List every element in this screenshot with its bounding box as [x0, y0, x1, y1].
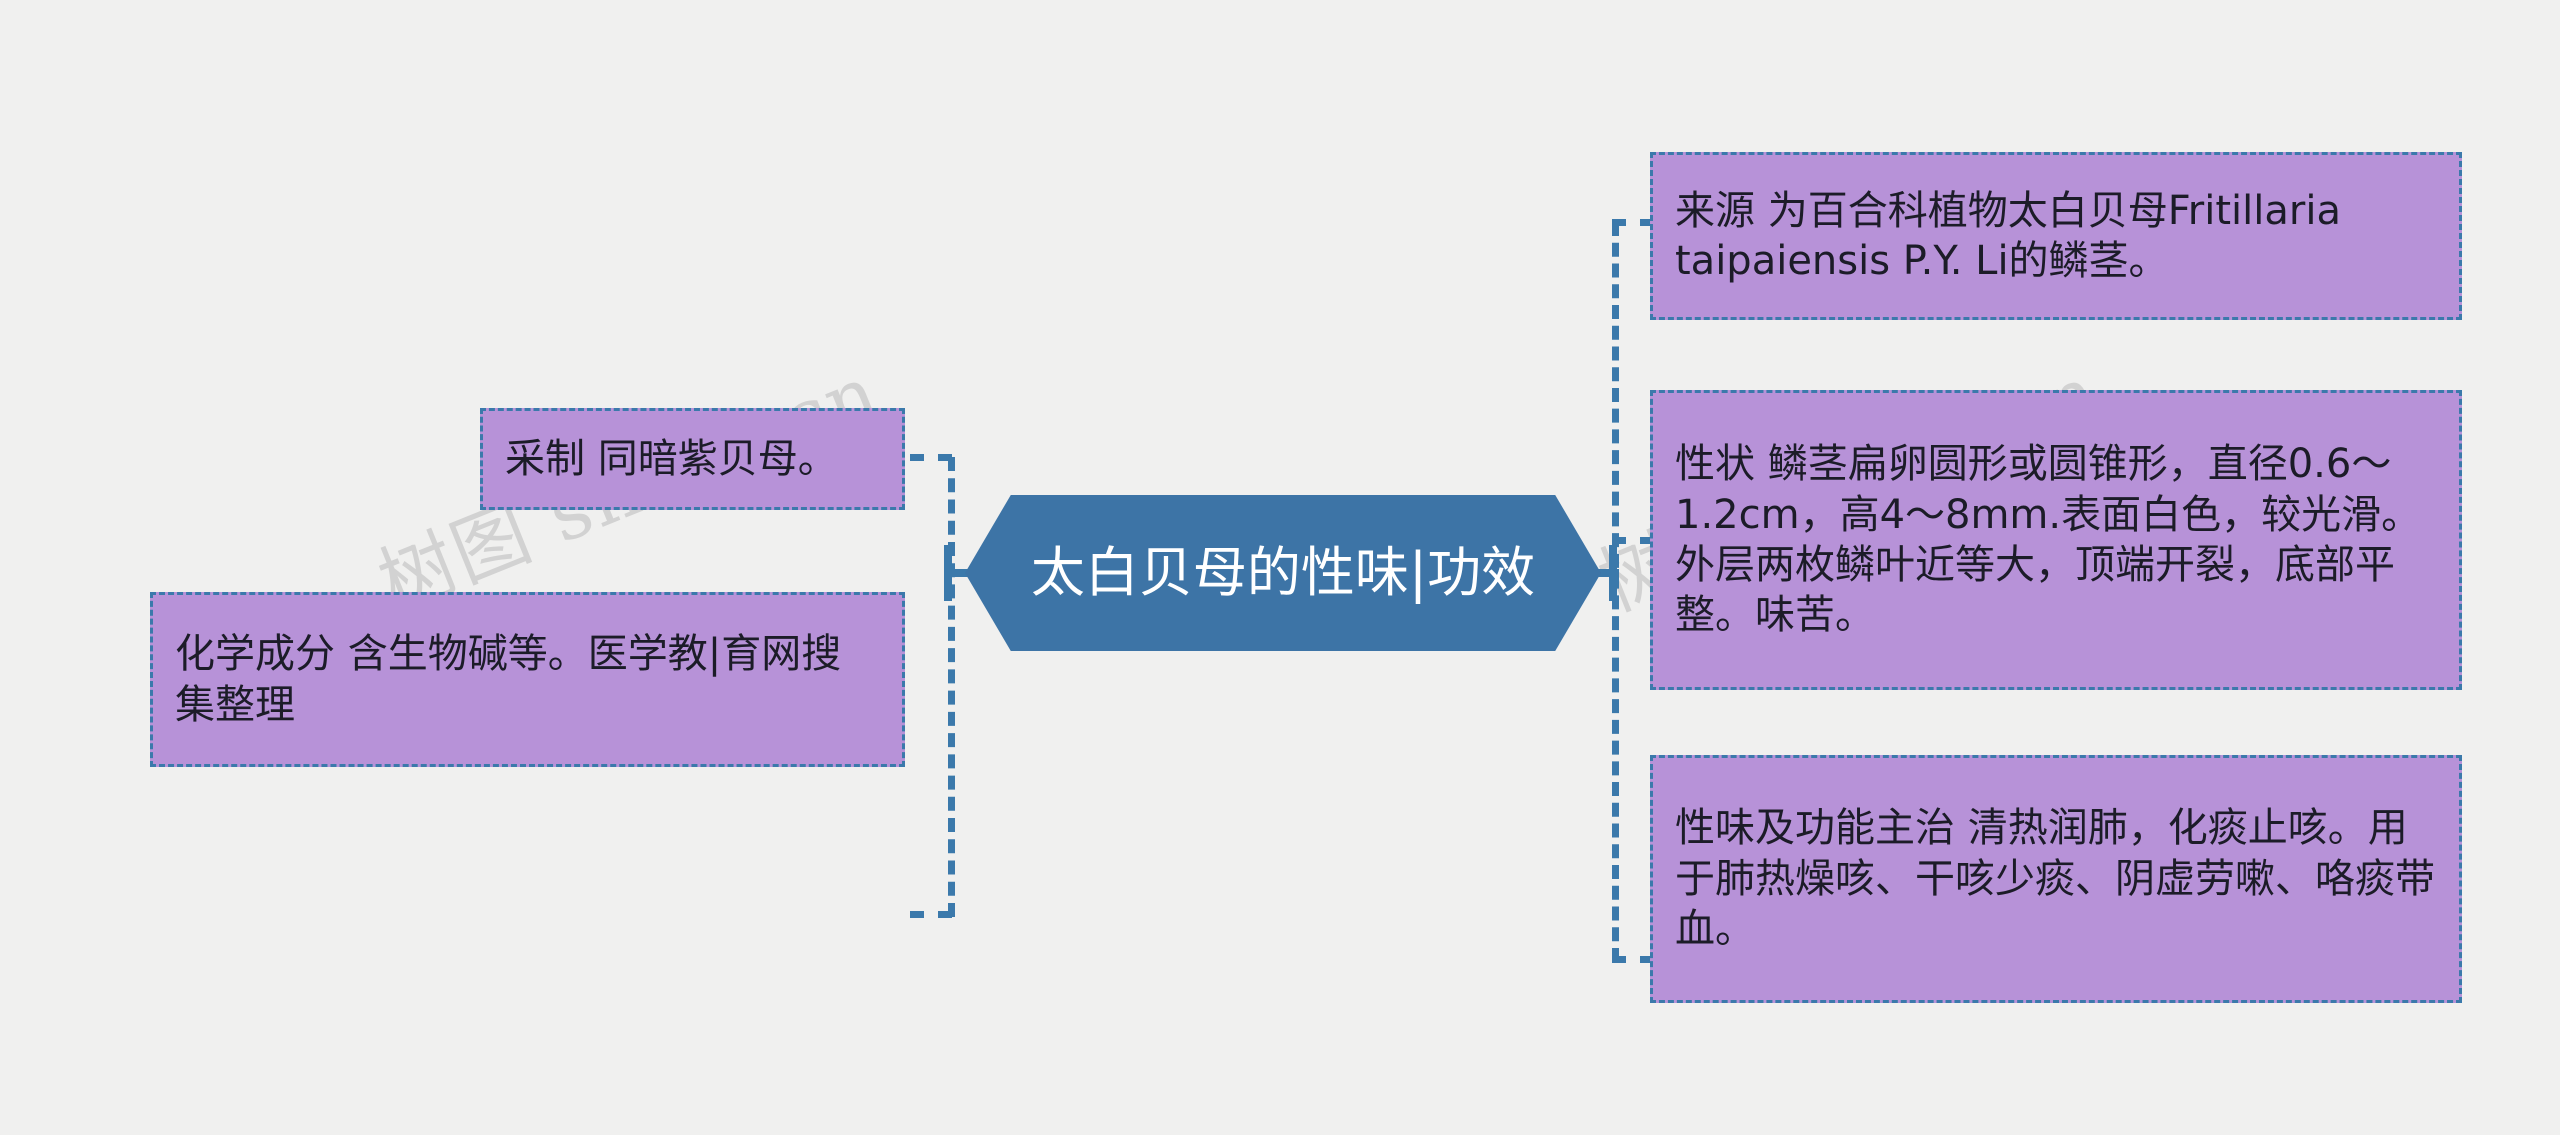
center-node-label: 太白贝母的性味|功效	[1030, 541, 1536, 604]
connector-right-trunk	[1597, 569, 1619, 577]
leaf-node-harvest-text: 采制 同暗紫贝母。	[505, 435, 838, 482]
connector-left-spine	[948, 457, 955, 917]
leaf-node-harvest[interactable]: 采制 同暗紫贝母。	[480, 408, 905, 510]
leaf-node-chemical-composition-text: 化学成分 含生物碱等。医学教|育网搜集整理	[175, 631, 842, 728]
connector-right-stub-source	[1612, 219, 1654, 226]
connector-right-stub-traits	[1612, 537, 1654, 544]
leaf-node-traits[interactable]: 性状 鳞茎扁卵圆形或圆锥形，直径0.6～1.2cm，高4～8mm.表面白色，较光…	[1650, 390, 2462, 690]
center-node[interactable]: 太白贝母的性味|功效	[965, 495, 1601, 651]
connector-right-stub-function	[1612, 956, 1654, 963]
connector-left-stub-harvest	[910, 454, 952, 461]
leaf-node-function[interactable]: 性味及功能主治 清热润肺，化痰止咳。用于肺热燥咳、干咳少痰、阴虚劳嗽、咯痰带血。	[1650, 755, 2462, 1003]
connector-left-trunk-cap	[944, 545, 952, 601]
connector-right-trunk-cap	[1609, 545, 1617, 601]
leaf-node-function-text: 性味及功能主治 清热润肺，化痰止咳。用于肺热燥咳、干咳少痰、阴虚劳嗽、咯痰带血。	[1675, 805, 2435, 953]
leaf-node-source-text: 来源 为百合科植物太白贝母Fritillaria taipaiensis P.Y…	[1675, 187, 2341, 284]
leaf-node-traits-text: 性状 鳞茎扁卵圆形或圆锥形，直径0.6～1.2cm，高4～8mm.表面白色，较光…	[1675, 441, 2422, 639]
connector-left-stub-chem	[910, 911, 952, 918]
connector-left-trunk	[948, 569, 972, 577]
leaf-node-chemical-composition[interactable]: 化学成分 含生物碱等。医学教|育网搜集整理	[150, 592, 905, 767]
leaf-node-source[interactable]: 来源 为百合科植物太白贝母Fritillaria taipaiensis P.Y…	[1650, 152, 2462, 320]
